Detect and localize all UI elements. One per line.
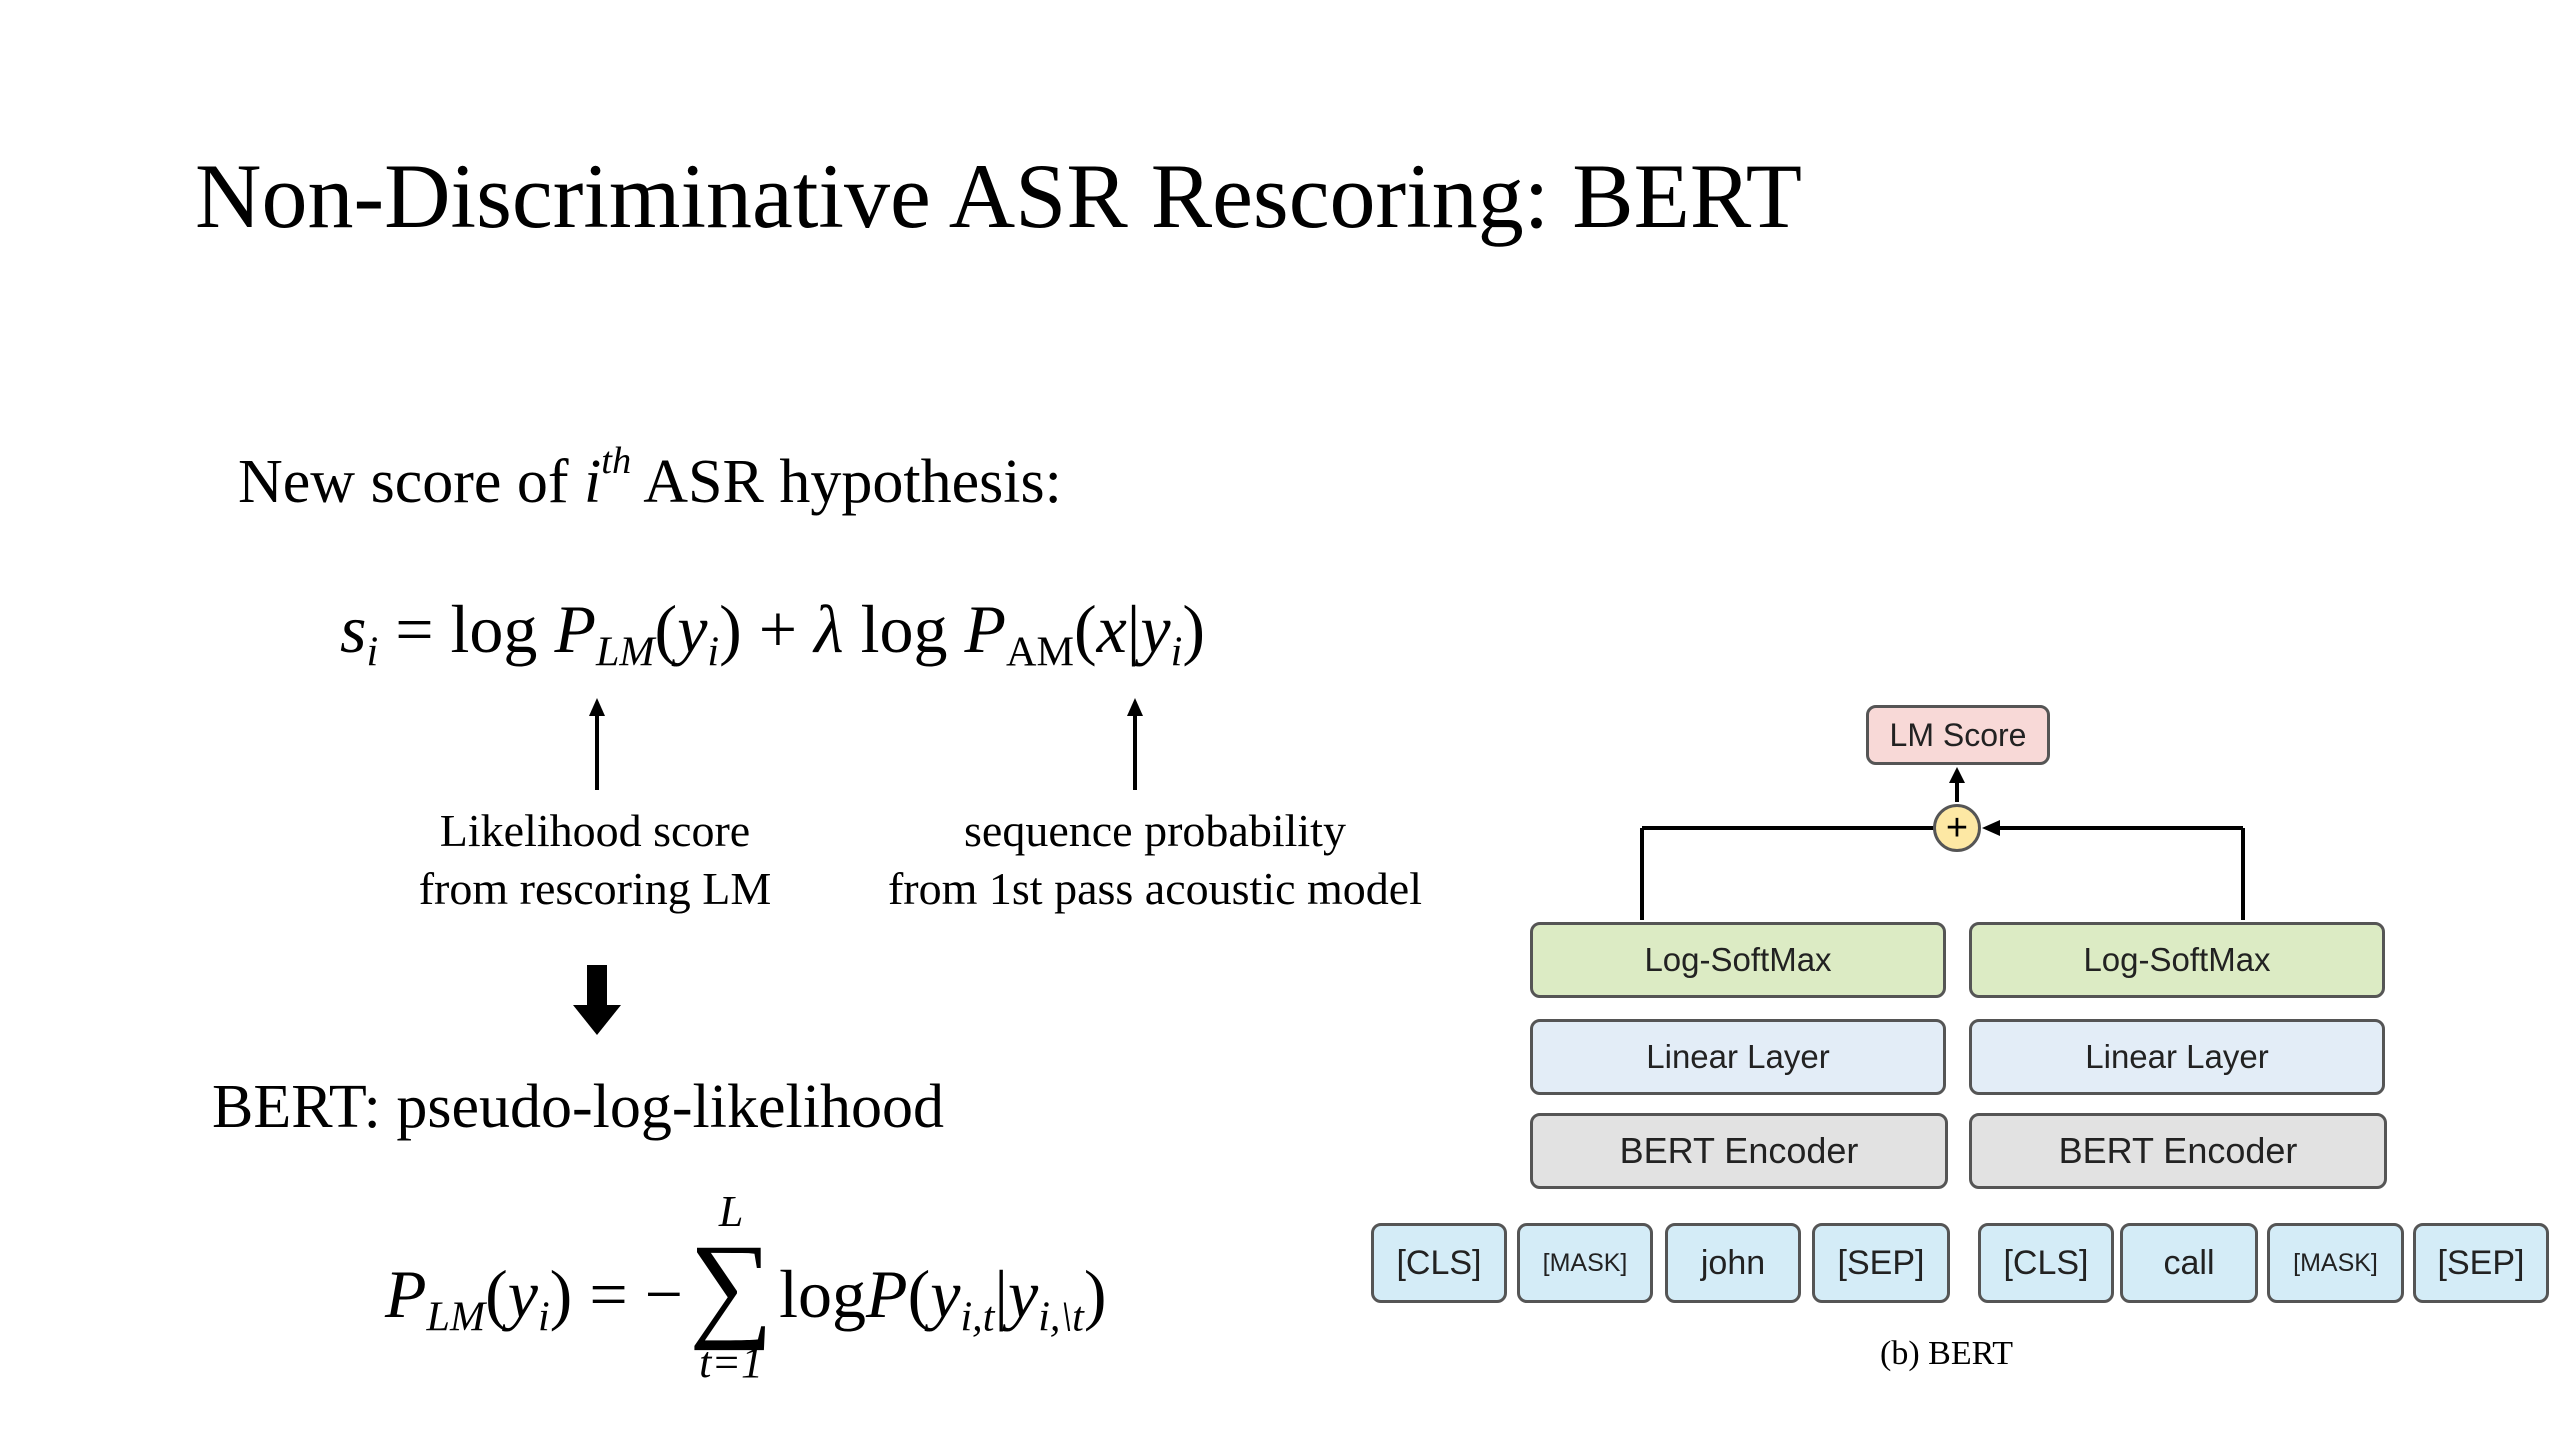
eq2-y2-sub: i,t bbox=[960, 1293, 995, 1341]
eq1-am-open: ( bbox=[1073, 591, 1097, 667]
am-annotation-line1: sequence probability bbox=[964, 805, 1346, 856]
am-annotation: sequence probability from 1st pass acous… bbox=[870, 802, 1440, 918]
eq1-am-sub: AM bbox=[1006, 628, 1074, 676]
token-label: [MASK] bbox=[1542, 1248, 1628, 1277]
score-intro: New score of ith ASR hypothesis: bbox=[238, 442, 1062, 516]
down-arrow-icon bbox=[573, 965, 621, 1035]
eq2-summation: L ∑ t=1 bbox=[689, 1190, 773, 1388]
token-call: call bbox=[2120, 1223, 2258, 1303]
plus-icon: + bbox=[1945, 807, 1969, 849]
eq2-open: ( bbox=[485, 1255, 508, 1332]
bert-encoder-right-label: BERT Encoder bbox=[2058, 1130, 2298, 1171]
token-label: call bbox=[2163, 1243, 2215, 1282]
eq1-x: x bbox=[1096, 591, 1127, 667]
eq2-sum-lower: t=1 bbox=[699, 1338, 764, 1387]
lm-annotation-line2: from rescoring LM bbox=[418, 863, 772, 914]
linear-layer-left-label: Linear Layer bbox=[1646, 1038, 1830, 1075]
lm-score-box: LM Score bbox=[1866, 705, 2050, 765]
eq2-y2: y bbox=[930, 1255, 961, 1332]
bert-encoder-right: BERT Encoder bbox=[1969, 1113, 2387, 1189]
linear-layer-left: Linear Layer bbox=[1530, 1019, 1946, 1095]
token-label: [CLS] bbox=[2003, 1243, 2089, 1282]
eq2-open2: ( bbox=[907, 1255, 931, 1332]
eq2-lm-sub: LM bbox=[426, 1293, 486, 1341]
token-mask-left: [MASK] bbox=[1517, 1223, 1653, 1303]
eq2-y3-sub: i,\t bbox=[1038, 1293, 1084, 1341]
bert-encoder-left-label: BERT Encoder bbox=[1619, 1130, 1859, 1171]
slide-title: Non-Discriminative ASR Rescoring: BERT bbox=[195, 145, 1802, 247]
log-softmax-left: Log-SoftMax bbox=[1530, 922, 1946, 998]
eq2-lhs: PLM(yi) = − bbox=[385, 1240, 683, 1339]
eq1-open: ( bbox=[654, 591, 678, 667]
log-softmax-right-label: Log-SoftMax bbox=[2083, 941, 2271, 978]
eq2-y: y bbox=[507, 1255, 538, 1332]
eq2-p: P bbox=[385, 1255, 427, 1332]
eq1-bar: | bbox=[1126, 591, 1141, 667]
eq2-close2: ) bbox=[1083, 1255, 1107, 1332]
eq2-bar: | bbox=[994, 1255, 1009, 1332]
eq1-log2: log bbox=[843, 591, 965, 667]
linear-layer-right-label: Linear Layer bbox=[2085, 1038, 2269, 1075]
eq1-s-sub: i bbox=[366, 628, 379, 676]
log-softmax-right: Log-SoftMax bbox=[1969, 922, 2385, 998]
token-label: john bbox=[1700, 1243, 1766, 1282]
am-up-arrow-icon bbox=[1127, 698, 1143, 790]
eq1-y2-sub: i bbox=[1170, 628, 1183, 676]
eq2-log: log bbox=[779, 1255, 867, 1332]
log-softmax-left-label: Log-SoftMax bbox=[1644, 941, 1832, 978]
eq1-y2: y bbox=[1140, 591, 1171, 667]
eq1-close-plus: ) + bbox=[719, 591, 815, 667]
token-john: john bbox=[1665, 1223, 1801, 1303]
token-mask-right: [MASK] bbox=[2267, 1223, 2404, 1303]
score-intro-suffix: ASR hypothesis: bbox=[631, 448, 1062, 516]
plus-node: + bbox=[1933, 804, 1981, 852]
right-arrowhead-icon bbox=[1982, 820, 2000, 836]
figure-caption: (b) BERT bbox=[1880, 1335, 2013, 1372]
lm-score-label: LM Score bbox=[1889, 716, 2027, 753]
am-annotation-line2: from 1st pass acoustic model bbox=[887, 863, 1422, 914]
eq2-close-eq: ) = − bbox=[549, 1255, 684, 1332]
token-label: [SEP] bbox=[2437, 1243, 2525, 1282]
linear-layer-right: Linear Layer bbox=[1969, 1019, 2385, 1095]
token-label: [MASK] bbox=[2293, 1248, 2378, 1277]
eq2-p2: P bbox=[866, 1255, 908, 1332]
lm-annotation-line1: Likelihood score bbox=[439, 805, 751, 856]
score-intro-prefix: New score of bbox=[238, 448, 585, 516]
eq1-am-close: ) bbox=[1182, 591, 1205, 667]
eq2-rhs: logP(yi,t|yi,\t) bbox=[779, 1240, 1106, 1339]
eq1-s: s bbox=[340, 591, 367, 667]
score-equation: si = log PLM(yi) + λ log PAM(x|yi) bbox=[340, 592, 1205, 676]
eq1-p: P bbox=[554, 591, 596, 667]
token-sep-right: [SEP] bbox=[2413, 1223, 2549, 1303]
score-intro-var: i bbox=[584, 448, 602, 516]
lm-up-arrow-icon bbox=[589, 698, 605, 790]
lm-annotation: Likelihood score from rescoring LM bbox=[395, 802, 795, 918]
token-label: [SEP] bbox=[1837, 1243, 1925, 1282]
eq1-eq-log: = log bbox=[378, 591, 555, 667]
token-cls-left: [CLS] bbox=[1371, 1223, 1507, 1303]
token-cls-right: [CLS] bbox=[1978, 1223, 2114, 1303]
eq2-sum-upper: L bbox=[718, 1187, 744, 1236]
bert-encoder-left: BERT Encoder bbox=[1530, 1113, 1948, 1189]
token-sep-left: [SEP] bbox=[1812, 1223, 1950, 1303]
up-arrowhead-icon bbox=[1949, 767, 1965, 783]
eq1-lm-sub: LM bbox=[595, 628, 655, 676]
eq1-y: y bbox=[677, 591, 708, 667]
eq2-y-sub: i bbox=[537, 1293, 550, 1341]
eq1-lambda: λ bbox=[814, 591, 844, 667]
equation-arrows bbox=[573, 698, 1143, 1035]
bert-heading: BERT: pseudo-log-likelihood bbox=[212, 1073, 944, 1141]
pll-equation: PLM(yi) = − L ∑ t=1 logP(yi,t|yi,\t) bbox=[385, 1190, 1107, 1388]
eq1-p2: P bbox=[964, 591, 1007, 667]
eq2-sum-symbol: ∑ bbox=[689, 1220, 774, 1351]
eq2-y3: y bbox=[1008, 1255, 1039, 1332]
eq1-y-sub: i bbox=[707, 628, 720, 676]
score-intro-superscript: th bbox=[601, 440, 632, 483]
token-label: [CLS] bbox=[1396, 1243, 1482, 1282]
